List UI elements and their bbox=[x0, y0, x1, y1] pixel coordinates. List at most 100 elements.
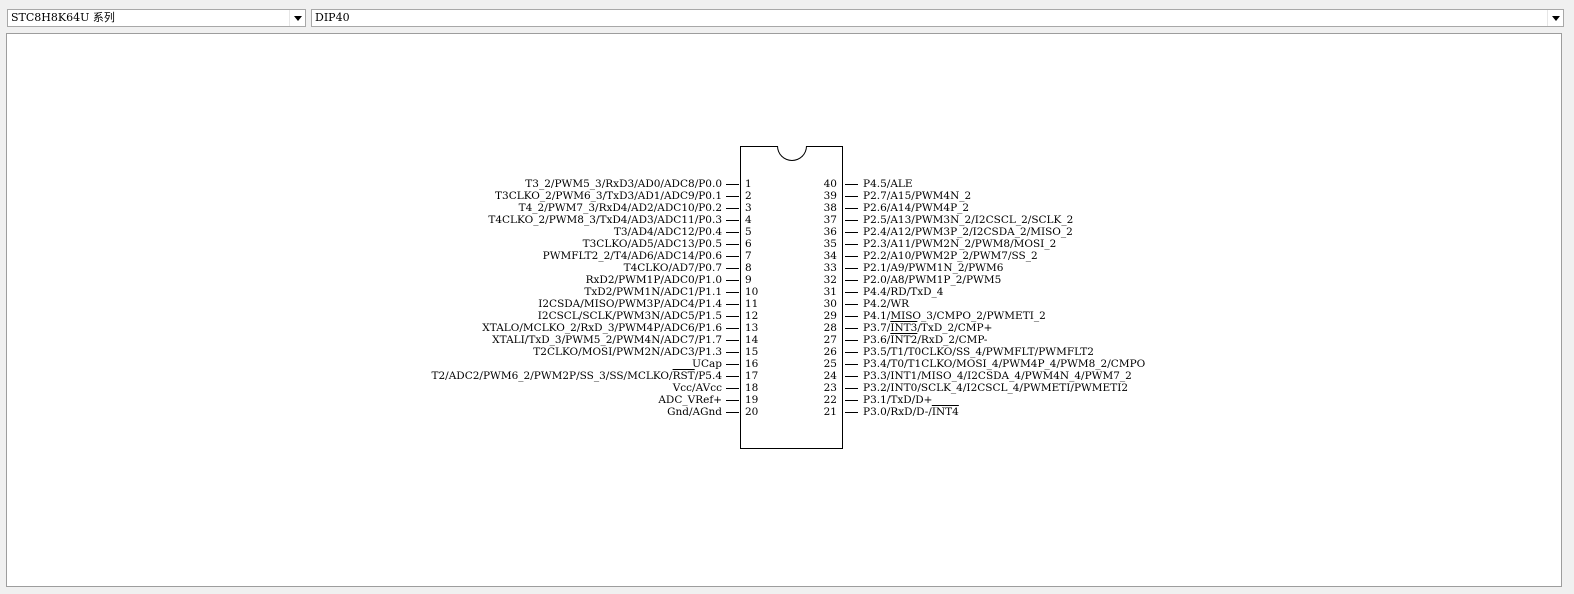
pin-lead bbox=[726, 376, 739, 377]
pin-lead bbox=[845, 388, 858, 389]
pin-number: 1 bbox=[745, 178, 752, 190]
pin-number: 40 bbox=[823, 178, 837, 190]
pin-label-left: UCap bbox=[692, 358, 722, 370]
pin-number: 6 bbox=[745, 238, 752, 250]
pin-number: 14 bbox=[745, 334, 759, 346]
pin-number: 18 bbox=[745, 382, 759, 394]
pin-label-left: ADC_VRef+ bbox=[658, 394, 722, 406]
pin-number: 5 bbox=[745, 226, 752, 238]
pin-number: 13 bbox=[745, 322, 759, 334]
pin-number: 27 bbox=[823, 334, 837, 346]
pin-label-right: P2.2/A10/PWM2P_2/PWM7/SS_2 bbox=[863, 250, 1038, 262]
pin-label-right: P3.7/INT3/TxD_2/CMP+ bbox=[863, 322, 993, 334]
pin-number: 19 bbox=[745, 394, 759, 406]
pin-number: 29 bbox=[823, 310, 837, 322]
pin-lead bbox=[845, 244, 858, 245]
chevron-down-icon[interactable] bbox=[289, 10, 305, 26]
pin-number: 20 bbox=[745, 406, 759, 418]
pin-label-right: P3.4/T0/T1CLKO/MOSI_4/PWM4P_4/PWM8_2/CMP… bbox=[863, 358, 1146, 370]
pin-label-left: RxD2/PWM1P/ADC0/P1.0 bbox=[585, 274, 722, 286]
pin-lead bbox=[845, 364, 858, 365]
pin-lead bbox=[845, 196, 858, 197]
pin-number: 26 bbox=[823, 346, 837, 358]
pin-lead bbox=[726, 268, 739, 269]
pin-label-left: Vcc/AVcc bbox=[672, 382, 722, 394]
pin-label-right: P3.1/TxD/D+ bbox=[863, 394, 933, 406]
pin-lead bbox=[845, 256, 858, 257]
pin-lead bbox=[845, 292, 858, 293]
pin-label-right: P2.5/A13/PWM3N_2/I2CSCL_2/SCLK_2 bbox=[863, 214, 1074, 226]
package-value: DIP40 bbox=[315, 11, 350, 24]
pin-lead bbox=[845, 184, 858, 185]
pin-lead bbox=[845, 352, 858, 353]
pin-number: 34 bbox=[823, 250, 837, 262]
pin-number: 8 bbox=[745, 262, 752, 274]
pin-lead bbox=[845, 268, 858, 269]
pin-lead bbox=[726, 196, 739, 197]
chip-series-select[interactable]: STC8H8K64U 系列 bbox=[7, 9, 306, 27]
pin-label-right: P3.0/RxD/D-/INT4 bbox=[863, 406, 959, 418]
pin-lead bbox=[845, 280, 858, 281]
pin-label-left: T4_2/PWM7_3/RxD4/AD2/ADC10/P0.2 bbox=[518, 202, 722, 214]
pin-label-right: P3.5/T1/T0CLKO/SS_4/PWMFLT/PWMFLT2 bbox=[863, 346, 1094, 358]
package-select[interactable]: DIP40 bbox=[311, 9, 1564, 27]
pin-lead bbox=[845, 412, 858, 413]
pin-label-left: T2CLKO/MOSI/PWM2N/ADC3/P1.3 bbox=[533, 346, 722, 358]
pin-number: 22 bbox=[823, 394, 837, 406]
pin-label-right: P2.3/A11/PWM2N_2/PWM8/MOSI_2 bbox=[863, 238, 1057, 250]
pin-lead bbox=[726, 184, 739, 185]
pin-lead bbox=[845, 328, 858, 329]
pin-lead bbox=[726, 208, 739, 209]
pin-number: 33 bbox=[823, 262, 837, 274]
pin-label-left: TxD2/PWM1N/ADC1/P1.1 bbox=[584, 286, 722, 298]
pin-lead bbox=[726, 400, 739, 401]
pin-number: 23 bbox=[823, 382, 837, 394]
pin-number: 24 bbox=[823, 370, 837, 382]
pin-lead bbox=[726, 292, 739, 293]
pin-lead bbox=[726, 328, 739, 329]
pin-number: 11 bbox=[745, 298, 759, 310]
pin-lead bbox=[845, 208, 858, 209]
pin-lead bbox=[726, 388, 739, 389]
pin-lead bbox=[726, 232, 739, 233]
pin-lead bbox=[726, 304, 739, 305]
chevron-down-icon[interactable] bbox=[1547, 10, 1563, 26]
pin-lead bbox=[726, 340, 739, 341]
pin-number: 35 bbox=[823, 238, 837, 250]
pin-label-right: P2.1/A9/PWM1N_2/PWM6 bbox=[863, 262, 1004, 274]
pin-lead bbox=[845, 376, 858, 377]
pin-label-left: I2CSCL/SCLK/PWM3N/ADC5/P1.5 bbox=[537, 310, 722, 322]
pin-number: 17 bbox=[745, 370, 759, 382]
pin-lead bbox=[726, 412, 739, 413]
pin-number: 30 bbox=[823, 298, 837, 310]
pin-number: 36 bbox=[823, 226, 837, 238]
pin-number: 2 bbox=[745, 190, 752, 202]
pin-label-left: T4CLKO/AD7/P0.7 bbox=[623, 262, 722, 274]
pin-lead bbox=[726, 256, 739, 257]
pin-label-right: P3.2/INT0/SCLK_4/I2CSCL_4/PWMETI/PWMETI2 bbox=[863, 382, 1129, 394]
pin-label-right: P4.4/RD/TxD_4 bbox=[863, 286, 944, 298]
pin-lead bbox=[845, 340, 858, 341]
pin-number: 16 bbox=[745, 358, 759, 370]
pin-number: 21 bbox=[823, 406, 837, 418]
pin-label-left: T2/ADC2/PWM6_2/PWM2P/SS_3/SS/MCLKO/RST/P… bbox=[431, 370, 722, 382]
pin-label-left: XTALI/TxD_3/PWM5_2/PWM4N/ADC7/P1.7 bbox=[492, 334, 722, 346]
pin-label-right: P4.1/MISO_3/CMPO_2/PWMETI_2 bbox=[863, 310, 1046, 322]
pin-number: 25 bbox=[823, 358, 837, 370]
pin-number: 31 bbox=[823, 286, 837, 298]
chip-body bbox=[740, 146, 843, 449]
pin-lead bbox=[845, 400, 858, 401]
pin-lead bbox=[845, 304, 858, 305]
pin-number: 7 bbox=[745, 250, 752, 262]
pin-label-left: PWMFLT2_2/T4/AD6/ADC14/P0.6 bbox=[542, 250, 722, 262]
pin-number: 37 bbox=[823, 214, 837, 226]
pin-label-left: T3CLKO/AD5/ADC13/P0.5 bbox=[582, 238, 722, 250]
pin-lead bbox=[845, 232, 858, 233]
pin-label-right: P2.6/A14/PWM4P_2 bbox=[863, 202, 970, 214]
pin-number: 12 bbox=[745, 310, 759, 322]
pin-number: 9 bbox=[745, 274, 752, 286]
pin-lead bbox=[845, 316, 858, 317]
pin-label-right: P3.6/INT2/RxD_2/CMP- bbox=[863, 334, 988, 346]
pin-label-right: P4.5/ALE bbox=[863, 178, 913, 190]
pin-lead bbox=[726, 316, 739, 317]
